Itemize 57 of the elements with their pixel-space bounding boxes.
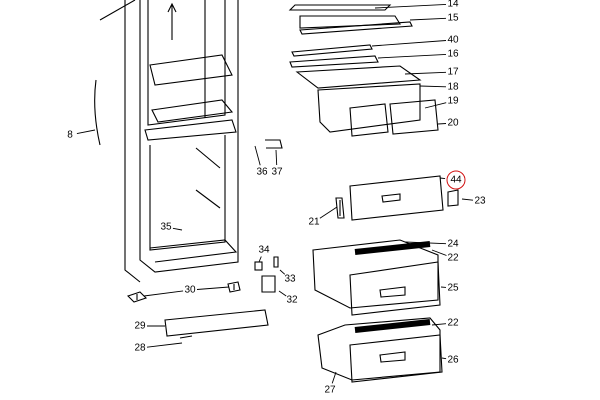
- leader-line: [144, 290, 184, 296]
- callout-number: 40: [447, 34, 459, 46]
- leader-line: [280, 270, 286, 275]
- leader-line: [146, 342, 182, 348]
- leader-line: [420, 86, 446, 88]
- leader-line: [440, 178, 446, 180]
- callout-number: 19: [447, 96, 459, 106]
- callout-number: 37: [271, 166, 283, 178]
- callout-number: 34: [258, 244, 270, 256]
- callout-number: 29: [134, 320, 146, 332]
- leader-line: [374, 4, 446, 8]
- callout-number: 8: [67, 130, 73, 140]
- leader-line: [404, 242, 446, 244]
- leader-line: [196, 286, 230, 290]
- leader-line: [276, 150, 278, 166]
- leader-line: [319, 206, 338, 219]
- callout-number: 18: [447, 82, 459, 92]
- callout-number: 21: [308, 216, 320, 228]
- leader-line: [404, 72, 446, 74]
- leader-line: [76, 130, 96, 134]
- callout-number: 35: [160, 222, 172, 232]
- leader-line: [424, 102, 447, 108]
- callout-number: 16: [447, 48, 459, 60]
- leader-line: [462, 198, 474, 201]
- callout-number: 22: [447, 252, 459, 264]
- leader-line: [432, 323, 446, 326]
- callout-number: 17: [447, 66, 459, 78]
- callout-number: 25: [447, 282, 459, 294]
- clip-part: [335, 197, 345, 219]
- leader-line: [410, 18, 446, 20]
- callout-number: 28: [134, 342, 146, 354]
- spacer-part: [254, 261, 263, 271]
- leader-line: [442, 358, 447, 360]
- leader-line: [432, 250, 447, 256]
- leader-line: [378, 54, 446, 58]
- callout-number: 22: [447, 318, 459, 328]
- adjustable-foot: [127, 291, 148, 303]
- callout-number: 32: [286, 294, 298, 306]
- callout-number: 27: [324, 384, 336, 396]
- leader-line: [372, 40, 446, 46]
- circled-callout-number: 44: [446, 170, 466, 190]
- callout-number: 15: [447, 12, 459, 24]
- leader-line: [258, 256, 262, 262]
- callout-number: 30: [184, 284, 196, 296]
- callout-number: 20: [447, 118, 459, 128]
- leader-line: [332, 372, 336, 384]
- callout-number: 33: [284, 274, 296, 284]
- adjustable-foot: [227, 281, 241, 293]
- callout-number: 23: [474, 196, 486, 206]
- leader-line: [172, 228, 182, 230]
- callout-number: 24: [447, 238, 459, 250]
- callout-number: 36: [256, 166, 268, 178]
- leader-line: [254, 146, 261, 166]
- callout-number: 26: [447, 354, 459, 366]
- leader-line: [278, 290, 287, 296]
- leader-line: [440, 286, 446, 288]
- leader-line: [438, 123, 446, 124]
